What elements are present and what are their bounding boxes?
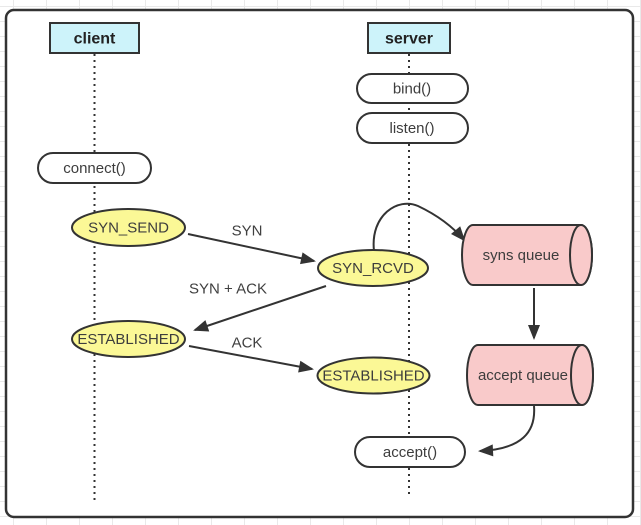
syn-rcvd-state-label: SYN_RCVD bbox=[332, 260, 414, 277]
established-client-state-node[interactable]: ESTABLISHED bbox=[71, 320, 186, 358]
accept-call-label: accept() bbox=[383, 444, 437, 461]
client-actor-label: client bbox=[74, 31, 116, 48]
syn-ack-arrow[interactable] bbox=[193, 285, 327, 332]
syn-rcvd-state-node[interactable]: SYN_RCVD bbox=[317, 249, 429, 287]
syn-arrow[interactable] bbox=[187, 233, 316, 265]
accept-queue-to-accept-arrow[interactable] bbox=[478, 405, 536, 457]
syn-send-state-label: SYN_SEND bbox=[88, 220, 169, 237]
ack-label: ACK bbox=[232, 335, 263, 352]
established-client-state-label: ESTABLISHED bbox=[77, 331, 179, 348]
accept-call-node[interactable]: accept() bbox=[354, 436, 466, 468]
syn-ack-label: SYN + ACK bbox=[189, 281, 267, 298]
server-actor[interactable]: server bbox=[367, 22, 451, 54]
server-actor-label: server bbox=[385, 31, 433, 48]
syns-queue-rim bbox=[569, 224, 593, 286]
syns-queue-node[interactable]: syns queue bbox=[461, 224, 593, 286]
listen-to-syns-queue-arrow[interactable] bbox=[372, 202, 466, 252]
ack-arrow[interactable] bbox=[188, 345, 314, 373]
accept-queue-rim bbox=[570, 344, 594, 406]
syn-send-state-node[interactable]: SYN_SEND bbox=[71, 208, 186, 247]
accept-queue-label: accept queue bbox=[478, 367, 568, 384]
bind-call-label: bind() bbox=[393, 81, 431, 98]
bind-call-node[interactable]: bind() bbox=[356, 73, 469, 104]
connectors: SYN SYN + ACK ACK bbox=[187, 202, 540, 457]
syns-queue-label: syns queue bbox=[483, 247, 560, 264]
client-actor[interactable]: client bbox=[49, 22, 140, 54]
established-server-state-label: ESTABLISHED bbox=[322, 368, 424, 385]
accept-queue-node[interactable]: accept queue bbox=[466, 344, 594, 406]
connect-call-node[interactable]: connect() bbox=[37, 152, 152, 184]
listen-call-label: listen() bbox=[389, 120, 434, 137]
connect-call-label: connect() bbox=[63, 160, 126, 177]
established-server-state-node[interactable]: ESTABLISHED bbox=[316, 356, 431, 395]
listen-call-node[interactable]: listen() bbox=[356, 112, 469, 144]
syn-label: SYN bbox=[232, 223, 263, 240]
